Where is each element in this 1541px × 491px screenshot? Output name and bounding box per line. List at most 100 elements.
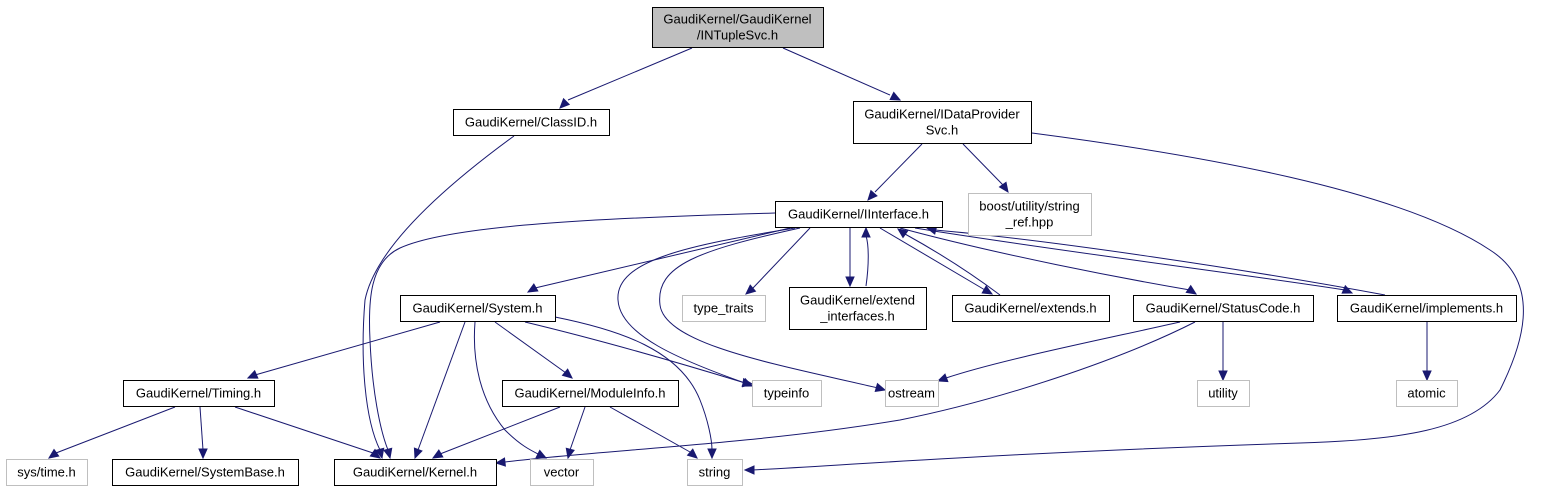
node-systembase[interactable]: GaudiKernel/SystemBase.h — [112, 459, 299, 486]
edge-line — [534, 227, 791, 289]
node-box — [1133, 295, 1314, 322]
node-label: string — [699, 465, 731, 480]
edge-extendinterfaces-to-iinterface — [861, 226, 871, 287]
edge-line — [899, 227, 1191, 291]
edge-implements-to-atomic — [1422, 322, 1432, 382]
node-box — [775, 201, 943, 228]
node-utility: utility — [1197, 380, 1250, 407]
edge-root-to-classid — [559, 47, 693, 109]
edge-line — [494, 321, 567, 374]
node-label: sys/time.h — [17, 465, 76, 480]
node-iinterface[interactable]: GaudiKernel/IInterface.h — [775, 201, 943, 228]
edge-line — [199, 406, 204, 451]
edge-system-to-kernel — [413, 321, 466, 460]
edge-line — [473, 321, 541, 456]
edge-iinterface-to-extends — [879, 227, 994, 295]
node-statuscode[interactable]: GaudiKernel/StatusCode.h — [1133, 295, 1314, 322]
node-label: GaudiKernel/GaudiKernel — [663, 12, 811, 27]
node-box — [682, 295, 766, 322]
node-label: atomic — [1407, 386, 1446, 401]
arrowhead-icon — [526, 283, 539, 293]
edge-line — [567, 47, 693, 101]
edge-iinterface-to-ostream — [659, 227, 887, 392]
edge-iinterface-to-extendinterfaces — [845, 228, 855, 288]
node-label: utility — [1208, 386, 1238, 401]
node-label: GaudiKernel/SystemBase.h — [125, 465, 285, 480]
edge-idataprovider-to-string — [743, 132, 1524, 475]
node-label: vector — [544, 465, 580, 480]
edge-implements-to-iinterface — [925, 225, 1386, 296]
arrowhead-icon — [889, 91, 902, 101]
arrowhead-icon — [743, 465, 755, 475]
edge-idataprovider-to-stringref — [962, 143, 1009, 194]
node-extends[interactable]: GaudiKernel/extends.h — [952, 295, 1110, 322]
arrowhead-icon — [1218, 370, 1228, 382]
edge-line — [865, 235, 869, 287]
arrowhead-icon — [861, 226, 871, 238]
node-box — [952, 295, 1110, 322]
node-kernel[interactable]: GaudiKernel/Kernel.h — [334, 459, 497, 486]
node-typeinfo: typeinfo — [752, 380, 822, 407]
node-box — [400, 295, 556, 322]
node-box — [1337, 295, 1517, 322]
arrowhead-icon — [246, 369, 259, 379]
edge-line — [914, 227, 1346, 291]
arrowhead-icon — [535, 449, 548, 459]
node-label: GaudiKernel/implements.h — [1350, 301, 1503, 316]
edge-moduleinfo-to-kernel — [431, 406, 561, 459]
node-extendinterfaces[interactable]: GaudiKernel/extend_interfaces.h — [789, 287, 927, 330]
node-timing[interactable]: GaudiKernel/Timing.h — [123, 380, 275, 407]
arrowhead-icon — [936, 373, 949, 383]
arrowhead-icon — [565, 447, 575, 460]
arrowhead-icon — [431, 449, 444, 459]
arrowhead-icon — [1341, 284, 1354, 294]
node-box — [652, 7, 824, 48]
edge-line — [439, 406, 561, 455]
node-label: GaudiKernel/StatusCode.h — [1146, 301, 1301, 316]
arrowhead-icon — [707, 448, 717, 460]
node-box — [112, 459, 299, 486]
node-classid[interactable]: GaudiKernel/ClassID.h — [453, 109, 610, 136]
node-stringref: boost/utility/string_ref.hpp — [968, 193, 1092, 236]
edge-idataprovider-to-iinterface — [867, 143, 923, 201]
node-label: GaudiKernel/System.h — [412, 301, 542, 316]
edges-layer — [47, 47, 1524, 475]
node-box — [530, 459, 594, 486]
node-label: GaudiKernel/ModuleInfo.h — [514, 386, 665, 401]
node-moduleinfo[interactable]: GaudiKernel/ModuleInfo.h — [502, 380, 679, 407]
edge-line — [945, 321, 1181, 379]
node-systime: sys/time.h — [6, 459, 88, 486]
edge-statuscode-to-ostream — [936, 321, 1181, 383]
edge-line — [874, 143, 923, 193]
node-box — [885, 380, 939, 407]
edge-line — [751, 132, 1524, 471]
arrowhead-icon — [981, 285, 994, 295]
edge-moduleinfo-to-string — [609, 406, 698, 459]
edge-root-to-idataprovider — [782, 47, 902, 101]
node-ostream: ostream — [885, 380, 939, 407]
node-string: string — [687, 459, 743, 486]
edge-line — [234, 406, 374, 454]
edge-line — [254, 321, 441, 376]
node-system[interactable]: GaudiKernel/System.h — [400, 295, 556, 322]
node-box — [6, 459, 88, 486]
node-label: GaudiKernel/IDataProvider — [864, 107, 1020, 122]
edge-line — [609, 406, 691, 453]
arrowhead-icon — [845, 276, 855, 288]
arrowhead-icon — [561, 368, 573, 379]
edge-line — [659, 227, 879, 389]
edge-line — [524, 321, 746, 384]
node-label: typeinfo — [764, 386, 810, 401]
node-label: GaudiKernel/extends.h — [964, 301, 1096, 316]
arrowhead-icon — [375, 447, 385, 460]
node-implements[interactable]: GaudiKernel/implements.h — [1337, 295, 1517, 322]
edge-system-to-typeinfo — [524, 321, 754, 388]
node-label: boost/utility/string — [979, 199, 1079, 214]
arrowhead-icon — [1422, 370, 1432, 382]
edge-timing-to-systime — [47, 406, 176, 459]
node-box — [453, 109, 610, 136]
edge-system-to-moduleinfo — [494, 321, 573, 379]
arrowhead-icon — [1185, 284, 1198, 295]
edge-line — [554, 316, 713, 451]
